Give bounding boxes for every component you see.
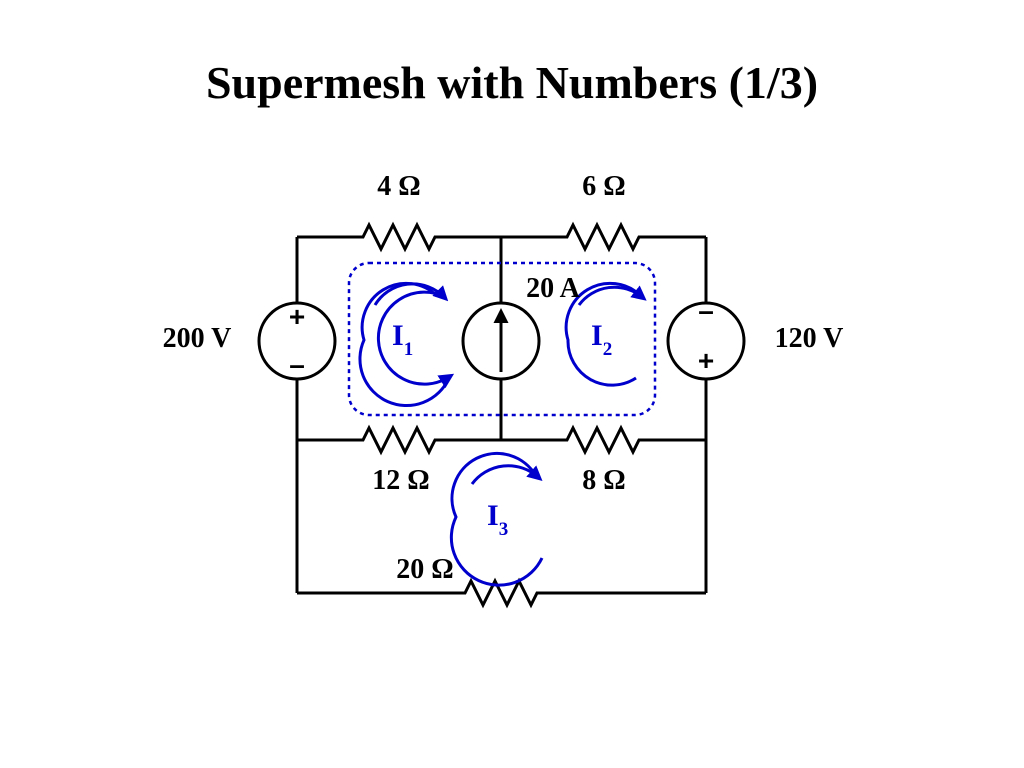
top-branch (297, 221, 706, 253)
resistor-8-label: 8 Ω (582, 465, 625, 496)
mesh-arrowhead-1 (373, 282, 449, 306)
current-source-label: 20 A (526, 273, 580, 304)
voltage-source-right (666, 301, 746, 381)
page-title: Supermesh with Numbers (1/3) (205, 57, 819, 108)
left-source-plus: + (289, 301, 305, 332)
right-source-minus: – (698, 295, 714, 326)
mesh-arrowhead-3 (470, 464, 543, 485)
mesh-arc-2 (564, 281, 643, 387)
voltage-left-label: 200 V (163, 323, 232, 354)
resistor-6-label: 6 Ω (582, 171, 625, 202)
resistor-20-label: 20 Ω (396, 554, 453, 585)
voltage-right-label: 120 V (775, 323, 844, 354)
right-source-plus: + (698, 345, 714, 376)
mesh-label-1: I1 (392, 319, 413, 360)
middle-branch (297, 424, 706, 456)
mesh-arc-1 (358, 281, 451, 407)
resistor-12-label: 12 Ω (372, 465, 429, 496)
mesh-label-2: I2 (591, 319, 612, 360)
mesh-arrowhead-2 (577, 285, 647, 306)
resistor-4-label: 4 Ω (377, 171, 420, 202)
voltage-source-left (257, 301, 337, 381)
mesh-label-3: I3 (487, 499, 508, 540)
mesh-arc-3 (449, 451, 544, 587)
left-source-minus: – (289, 349, 305, 380)
bottom-branch (297, 577, 706, 609)
wires (295, 221, 708, 609)
mesh-arrow-1 (376, 290, 455, 389)
supermesh-outline (347, 261, 657, 417)
